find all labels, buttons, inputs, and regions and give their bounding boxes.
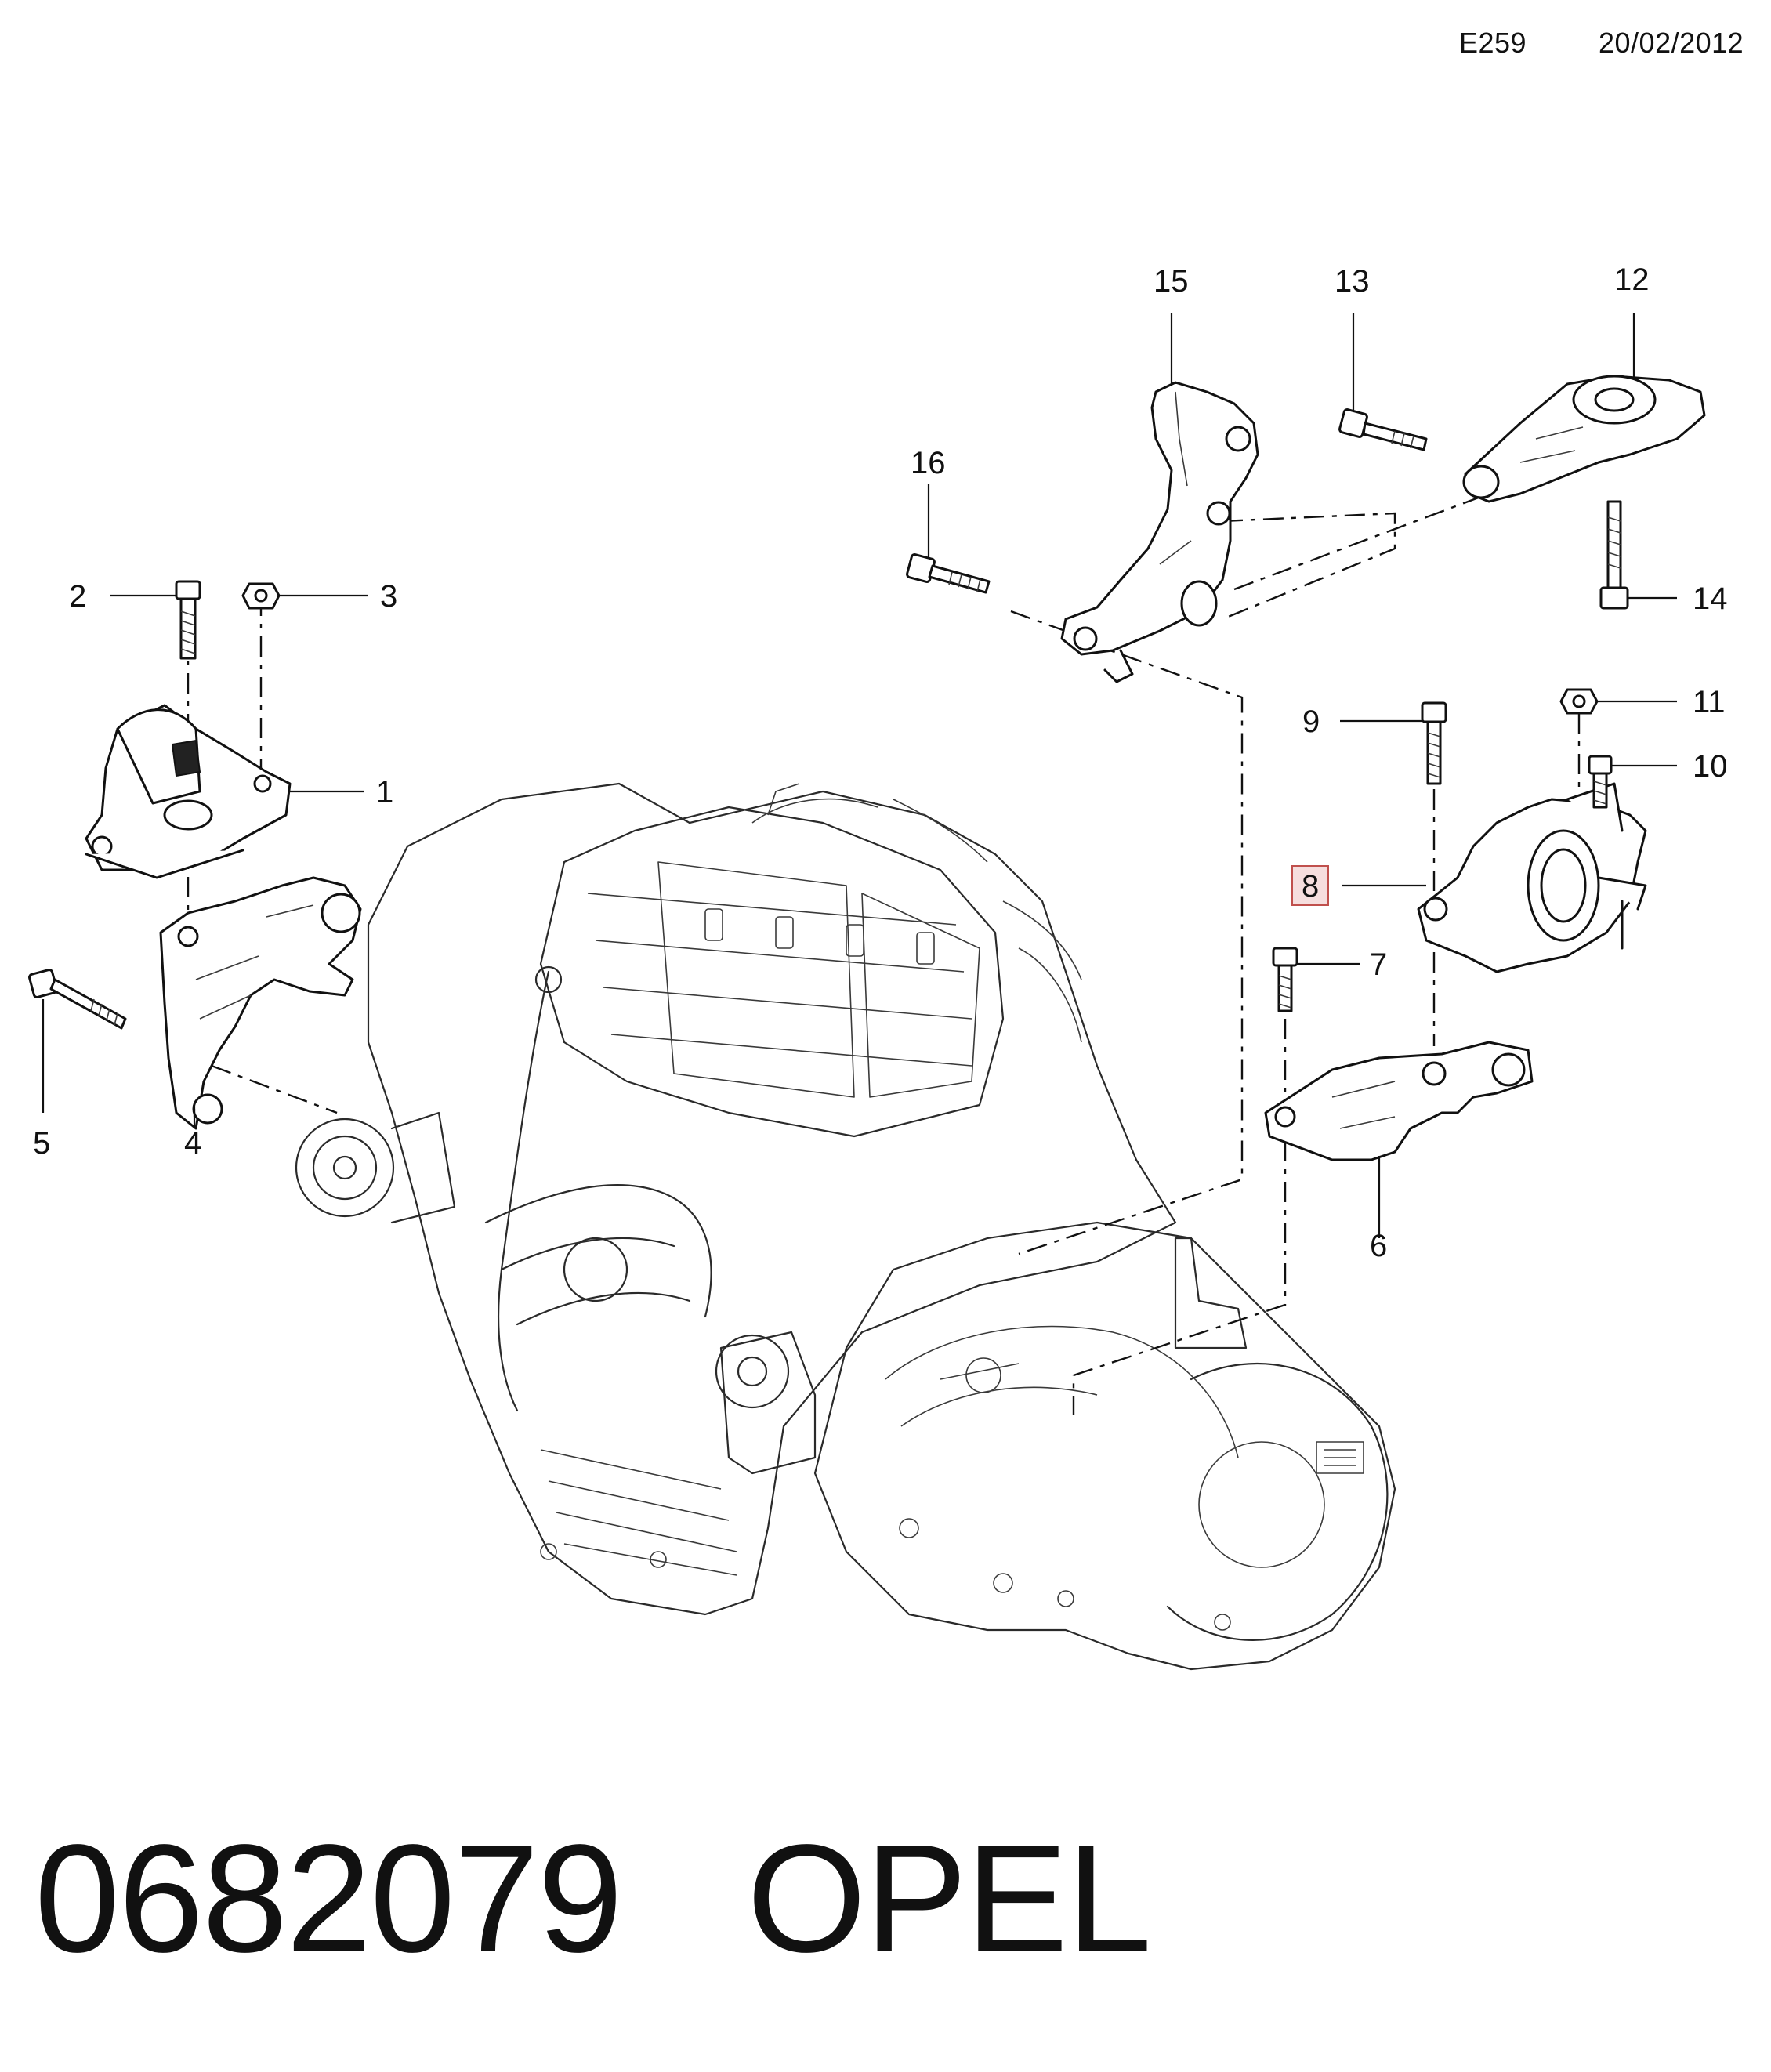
- callout-10: 10: [1693, 749, 1728, 784]
- callout-labels: 1 2 3 4 5 6 7 8 9 10 11 12 13 14 15 16: [33, 263, 1728, 1263]
- part-12-torque-rod: [1462, 375, 1706, 503]
- part-16-bolt: [906, 553, 991, 594]
- diagram-code: E259: [1459, 27, 1527, 59]
- diagram-date: 20/02/2012: [1599, 27, 1744, 59]
- callout-11: 11: [1693, 685, 1726, 719]
- callout-4: 4: [184, 1126, 201, 1161]
- callout-8-highlight: [1291, 865, 1329, 906]
- part-8-mount-housing: [1417, 782, 1647, 973]
- part-6-bracket-lower: [1264, 1041, 1534, 1161]
- callout-3: 3: [380, 579, 397, 614]
- callout-8: 8: [1302, 869, 1319, 904]
- part-number: 0682079: [34, 1813, 623, 1984]
- part-4-bracket-left: [159, 876, 362, 1130]
- part-2-bolt: [175, 580, 201, 660]
- callout-7: 7: [1370, 947, 1387, 982]
- callout-2: 2: [69, 579, 86, 614]
- callout-13: 13: [1335, 264, 1370, 299]
- callout-6: 6: [1370, 1229, 1387, 1263]
- part-15-bracket-upper: [1060, 381, 1259, 683]
- leader-lines: [42, 313, 1677, 1238]
- engine-assembly-illustration: [295, 782, 1396, 1671]
- part-13-bolt: [1338, 408, 1428, 451]
- part-14-bolt: [1599, 500, 1629, 610]
- callout-15: 15: [1154, 264, 1189, 299]
- callout-9: 9: [1302, 705, 1320, 739]
- part-3-nut: [241, 582, 281, 610]
- part-9-bolt: [1421, 701, 1447, 785]
- part-11-nut: [1559, 688, 1599, 715]
- part-10-bolt: [1588, 755, 1613, 809]
- callout-12: 12: [1614, 263, 1650, 297]
- part-7-bolt: [1272, 947, 1298, 1012]
- callout-5: 5: [33, 1126, 50, 1161]
- brand-name: OPEL: [747, 1813, 1152, 1984]
- callout-14: 14: [1693, 581, 1728, 616]
- part-5-bolt: [28, 969, 127, 1030]
- callout-16: 16: [911, 446, 946, 480]
- part-1-engine-mount-left: [85, 704, 292, 879]
- callout-1: 1: [376, 775, 393, 810]
